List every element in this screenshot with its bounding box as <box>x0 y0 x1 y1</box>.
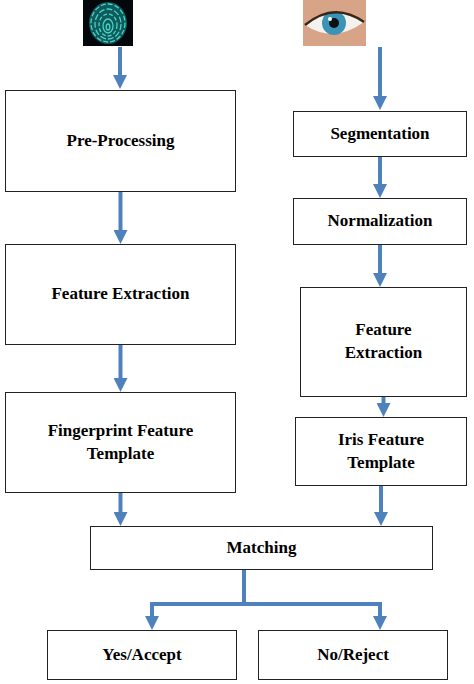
eye-pupil <box>329 18 339 28</box>
fingerprint-ridge <box>103 19 113 33</box>
template-box: Iris Feature Template <box>295 417 467 486</box>
process-box: Feature Extraction <box>300 287 467 397</box>
flow-arrow <box>378 245 382 281</box>
box-label: Pre-Processing <box>67 130 175 153</box>
box-label: Feature Extraction <box>51 283 189 306</box>
eye-highlight <box>328 17 332 21</box>
process-box: Normalization <box>293 198 467 245</box>
flow-arrow <box>382 397 386 411</box>
eye-lashes <box>305 12 364 25</box>
flow-arrow <box>152 570 244 624</box>
box-label: Yes/Accept <box>102 644 181 667</box>
box-label: Normalization <box>328 210 433 233</box>
edge-group <box>121 157 384 624</box>
fingerprint-ridge <box>106 24 110 30</box>
input-arrow <box>118 47 122 83</box>
fingerprint-image <box>83 0 133 46</box>
eye-skin <box>303 0 366 46</box>
box-label: Fingerprint Feature Template <box>21 420 221 466</box>
fingerprint-ridge <box>99 14 117 36</box>
flow-arrow <box>119 493 123 520</box>
box-label: No/Reject <box>317 644 389 667</box>
eye-white <box>305 12 364 34</box>
flow-arrow <box>119 192 123 238</box>
process-box: Feature Extraction <box>5 244 236 345</box>
flow-arrow <box>244 570 380 624</box>
decision-box: No/Reject <box>258 630 448 680</box>
matching-box: Matching <box>90 526 433 570</box>
template-box: Fingerprint Feature Template <box>5 392 236 493</box>
fingerprint-ridge <box>95 9 121 39</box>
flow-arrow <box>378 157 382 192</box>
box-label: Matching <box>227 537 297 560</box>
fingerprint-pad <box>89 2 127 44</box>
process-box: Segmentation <box>293 111 467 157</box>
flow-arrow <box>119 345 123 386</box>
box-label: Iris Feature Template <box>321 429 441 475</box>
process-box: Pre-Processing <box>5 90 236 192</box>
flow-arrow <box>379 486 383 520</box>
eye-iris <box>322 11 346 35</box>
fingerprint-background <box>83 0 133 46</box>
box-label: Segmentation <box>330 123 429 146</box>
box-label: Feature Extraction <box>329 319 439 365</box>
input-arrow <box>378 47 382 104</box>
eye-image <box>303 0 366 46</box>
fingerprint-ridge <box>91 4 125 42</box>
decision-box: Yes/Accept <box>47 630 237 680</box>
